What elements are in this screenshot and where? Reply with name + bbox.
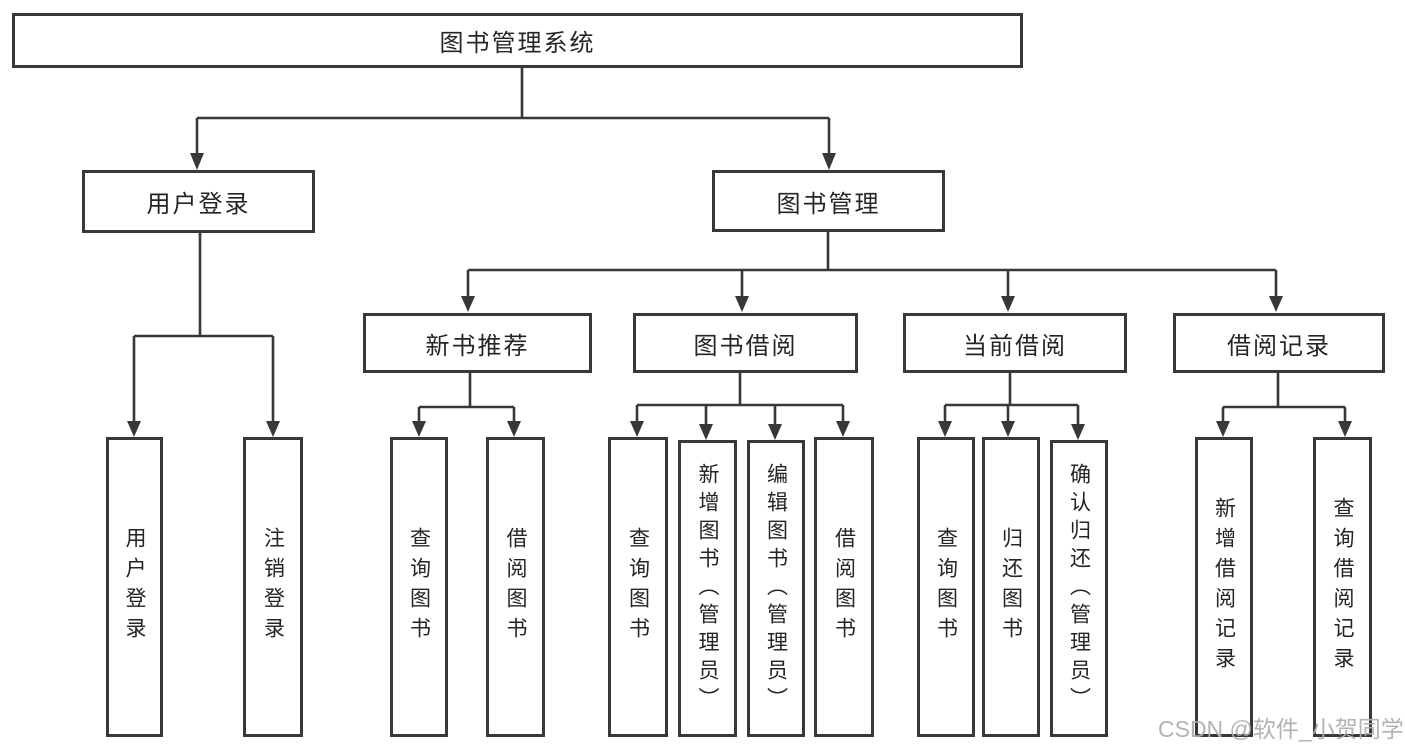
node-book-borrowing: 图书借阅: [633, 313, 858, 373]
node-user-login: 用户登录: [82, 170, 315, 233]
node-label: 当前借阅: [963, 332, 1067, 360]
node-label: 新增借阅记录: [1212, 497, 1236, 677]
node-label: 新书推荐: [425, 332, 530, 360]
leaf-logout: 注销登录: [243, 437, 303, 737]
node-label: 新增图书（管理员）: [696, 462, 719, 715]
node-borrow-records: 借阅记录: [1173, 313, 1385, 373]
watermark-text: CSDN @软件_小贺同学: [1158, 716, 1404, 742]
leaf-confirm-return-admin: 确认归还（管理员）: [1050, 440, 1108, 737]
node-label: 查询图书: [626, 527, 650, 647]
node-label: 用户登录: [123, 527, 146, 647]
node-label: 图书管理系统: [439, 30, 596, 57]
node-current-borrowing: 当前借阅: [903, 313, 1127, 373]
leaf-query-books-recommend: 查询图书: [390, 437, 448, 737]
leaf-add-book-admin: 新增图书（管理员）: [678, 440, 737, 737]
leaf-user-login: 用户登录: [106, 437, 163, 737]
node-label: 查询图书: [934, 527, 958, 647]
leaf-query-books-current: 查询图书: [917, 437, 975, 737]
leaf-return-book: 归还图书: [982, 437, 1040, 737]
node-label: 注销登录: [261, 527, 285, 647]
node-label: 查询借阅记录: [1331, 497, 1354, 677]
node-new-book-recommend: 新书推荐: [363, 313, 592, 373]
node-label: 编辑图书（管理员）: [764, 462, 788, 715]
node-label: 借阅图书: [832, 527, 856, 647]
node-label: 确认归还（管理员）: [1067, 462, 1091, 715]
leaf-add-borrow-record: 新增借阅记录: [1195, 437, 1253, 737]
node-label: 归还图书: [999, 527, 1023, 647]
leaf-borrow-books: 借阅图书: [814, 437, 874, 737]
node-label: 用户登录: [146, 191, 251, 218]
node-label: 借阅记录: [1227, 332, 1331, 360]
node-label: 图书借阅: [693, 332, 798, 360]
leaf-query-borrow-record: 查询借阅记录: [1313, 437, 1372, 737]
node-label: 借阅图书: [504, 527, 527, 647]
node-label: 图书管理: [776, 190, 881, 218]
leaf-query-books-borrowing: 查询图书: [608, 437, 668, 737]
node-library-management-system: 图书管理系统: [12, 13, 1023, 68]
leaf-edit-book-admin: 编辑图书（管理员）: [747, 440, 805, 737]
leaf-borrow-books-recommend: 借阅图书: [486, 437, 545, 737]
node-label: 查询图书: [407, 527, 431, 647]
node-book-management: 图书管理: [712, 170, 945, 232]
